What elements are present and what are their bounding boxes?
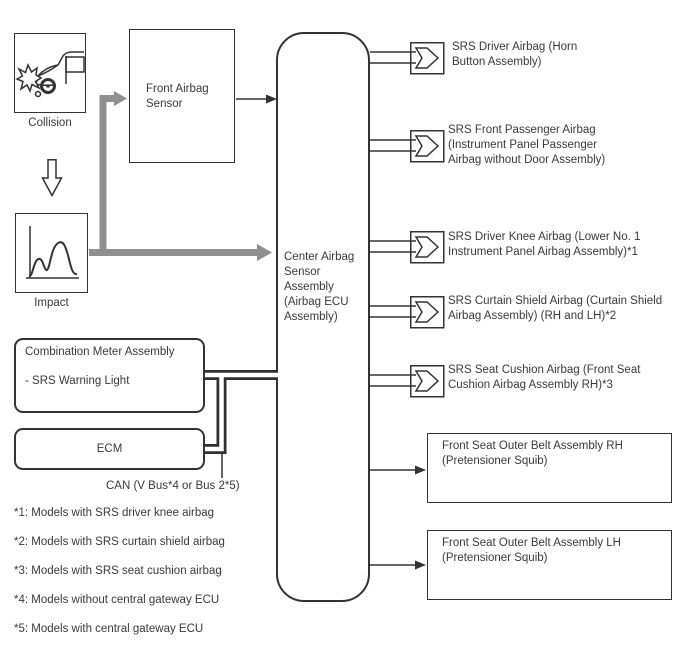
- belt-assembly-lh-box: Front Seat Outer Belt Assembly LH (Prete…: [427, 530, 672, 600]
- ecu-to-belt-lh-arrow: [370, 560, 426, 570]
- impact-waveform-icon: [26, 226, 79, 279]
- center-airbag-sensor-box: Center Airbag Sensor Assembly (Airbag EC…: [276, 32, 370, 602]
- combination-meter-box: [14, 338, 205, 413]
- front-airbag-sensor-label: Front Airbag Sensor: [146, 83, 209, 110]
- squib-connector-label: SRS Driver Airbag (Horn Button Assembly): [452, 41, 578, 68]
- squib-connector-icon: [370, 231, 445, 264]
- squib-connector-icon: [370, 365, 445, 398]
- sensor-to-ecu-arrow: [236, 94, 277, 104]
- can-bus-lines: [203, 370, 278, 478]
- combination-meter-title: Combination Meter Assembly: [25, 346, 175, 358]
- footnote-5: *5: Models with central gateway ECU: [14, 623, 204, 635]
- squib-connector-label: SRS Front Passenger Airbag (Instrument P…: [448, 124, 606, 166]
- footnote-1: *1: Models with SRS driver knee airbag: [14, 507, 215, 519]
- ecm-label: ECM: [96, 442, 123, 455]
- signal-flow-arrows: [89, 91, 272, 261]
- down-arrow-icon: [41, 159, 63, 198]
- car-crash-icon: [15, 51, 85, 98]
- squib-connector-icon: [370, 130, 445, 163]
- squib-connector-label: SRS Seat Cushion Airbag (Front Seat Cush…: [448, 364, 641, 391]
- can-bus-label: CAN (V Bus*4 or Bus 2*5): [106, 480, 240, 492]
- footnote-4: *4: Models without central gateway ECU: [14, 594, 220, 606]
- collision-box: [14, 33, 86, 113]
- ecu-to-belt-rh-arrow: [370, 465, 426, 475]
- squib-connector-icon: [370, 296, 445, 329]
- belt-assembly-rh-box: Front Seat Outer Belt Assembly RH (Prete…: [427, 433, 672, 503]
- center-airbag-sensor-label: Center Airbag Sensor Assembly (Airbag EC…: [284, 251, 355, 323]
- footnote-3: *3: Models with SRS seat cushion airbag: [14, 565, 222, 577]
- belt-assembly-lh-label: Front Seat Outer Belt Assembly LH (Prete…: [442, 537, 621, 564]
- squib-connector-label: SRS Driver Knee Airbag (Lower No. 1 Inst…: [448, 231, 641, 258]
- collision-label: Collision: [28, 117, 72, 129]
- belt-assembly-rh-label: Front Seat Outer Belt Assembly RH (Prete…: [442, 440, 623, 467]
- footnote-2: *2: Models with SRS curtain shield airba…: [14, 536, 225, 548]
- impact-label: Impact: [34, 297, 69, 309]
- squib-connector-label: SRS Curtain Shield Airbag (Curtain Shiel…: [448, 295, 663, 322]
- front-airbag-sensor-box: Front Airbag Sensor: [129, 29, 235, 163]
- impact-box: [15, 213, 88, 293]
- srs-warning-light-label: - SRS Warning Light: [25, 375, 130, 387]
- ecm-box: ECM: [14, 428, 205, 470]
- squib-connector-icon: [370, 42, 445, 75]
